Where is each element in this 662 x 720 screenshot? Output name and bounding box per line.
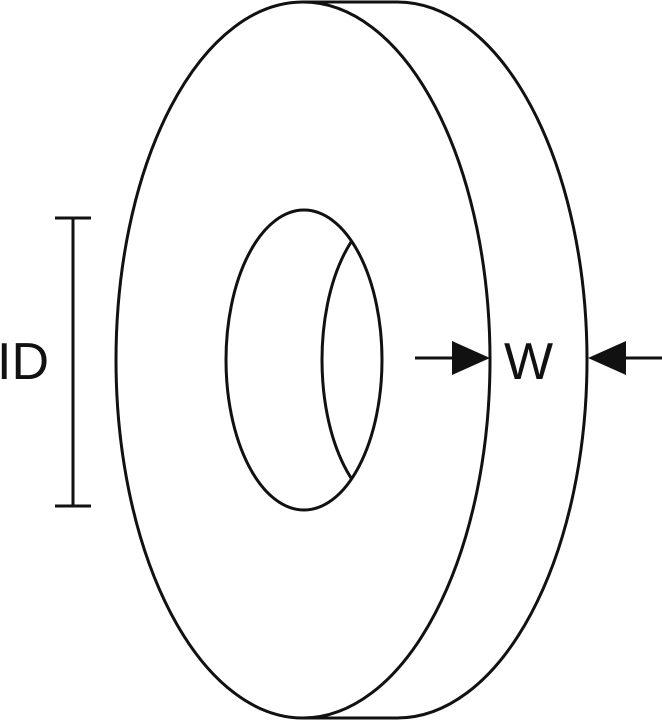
id-label: ID [0, 333, 49, 391]
w-right-arrowhead-icon [588, 341, 626, 375]
id-dimension-line [55, 216, 91, 508]
washer-hole [224, 208, 384, 512]
washer-back-edge [396, 0, 589, 720]
washer-hole-back-edge [320, 210, 382, 510]
washer-front-face [114, 0, 492, 720]
w-label: W [504, 333, 553, 391]
w-left-arrowhead-icon [452, 341, 490, 375]
